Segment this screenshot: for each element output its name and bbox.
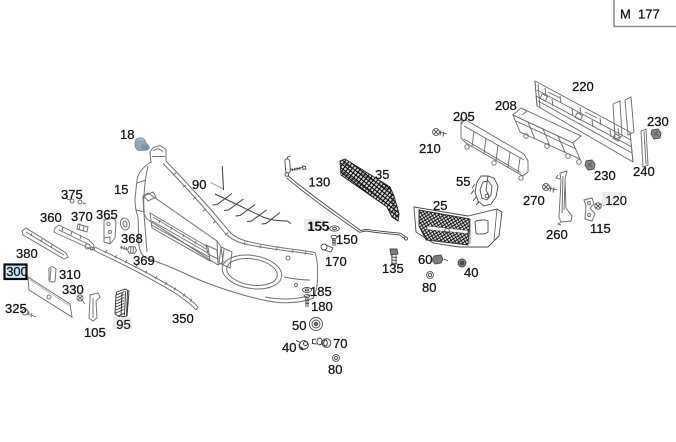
svg-text:120: 120: [605, 193, 627, 208]
svg-text:80: 80: [328, 362, 342, 377]
svg-text:205: 205: [453, 109, 475, 124]
svg-text:370: 370: [71, 209, 93, 224]
svg-text:310: 310: [59, 267, 81, 282]
svg-text:365: 365: [96, 207, 118, 222]
svg-text:155: 155: [307, 218, 329, 233]
svg-text:369: 369: [133, 253, 155, 268]
svg-text:55: 55: [456, 174, 470, 189]
svg-text:350: 350: [172, 311, 194, 326]
svg-text:18: 18: [120, 127, 134, 142]
svg-text:50: 50: [292, 318, 306, 333]
svg-text:115: 115: [590, 221, 611, 236]
svg-text:60: 60: [418, 252, 432, 267]
svg-text:240: 240: [633, 164, 655, 179]
svg-text:130: 130: [309, 175, 331, 190]
svg-text:330: 330: [62, 282, 84, 297]
svg-text:40: 40: [464, 265, 478, 280]
svg-text:95: 95: [116, 317, 130, 332]
svg-text:230: 230: [594, 168, 616, 183]
svg-text:40: 40: [282, 340, 296, 355]
svg-text:155: 155: [308, 219, 330, 234]
svg-text:70: 70: [333, 336, 347, 351]
svg-text:M 177: M 177: [620, 7, 660, 22]
svg-text:90: 90: [192, 177, 206, 192]
svg-text:325: 325: [5, 301, 27, 316]
svg-text:220: 220: [572, 79, 594, 94]
svg-text:185: 185: [310, 284, 332, 299]
svg-text:210: 210: [419, 141, 441, 156]
svg-text:230: 230: [647, 114, 669, 129]
svg-text:260: 260: [546, 227, 568, 242]
svg-text:15: 15: [114, 182, 128, 197]
svg-text:368: 368: [121, 231, 143, 246]
svg-text:150: 150: [336, 232, 358, 247]
svg-text:80: 80: [422, 280, 436, 295]
svg-text:300: 300: [6, 264, 28, 279]
svg-text:105: 105: [84, 325, 106, 340]
svg-text:170: 170: [325, 254, 347, 269]
svg-text:375: 375: [61, 187, 83, 202]
svg-text:270: 270: [523, 193, 545, 208]
svg-text:135: 135: [382, 261, 404, 276]
svg-text:208: 208: [495, 98, 517, 113]
svg-text:35: 35: [375, 167, 389, 182]
svg-text:25: 25: [433, 198, 447, 213]
svg-text:180: 180: [311, 299, 333, 314]
svg-text:380: 380: [16, 246, 38, 261]
svg-text:360: 360: [40, 210, 62, 225]
